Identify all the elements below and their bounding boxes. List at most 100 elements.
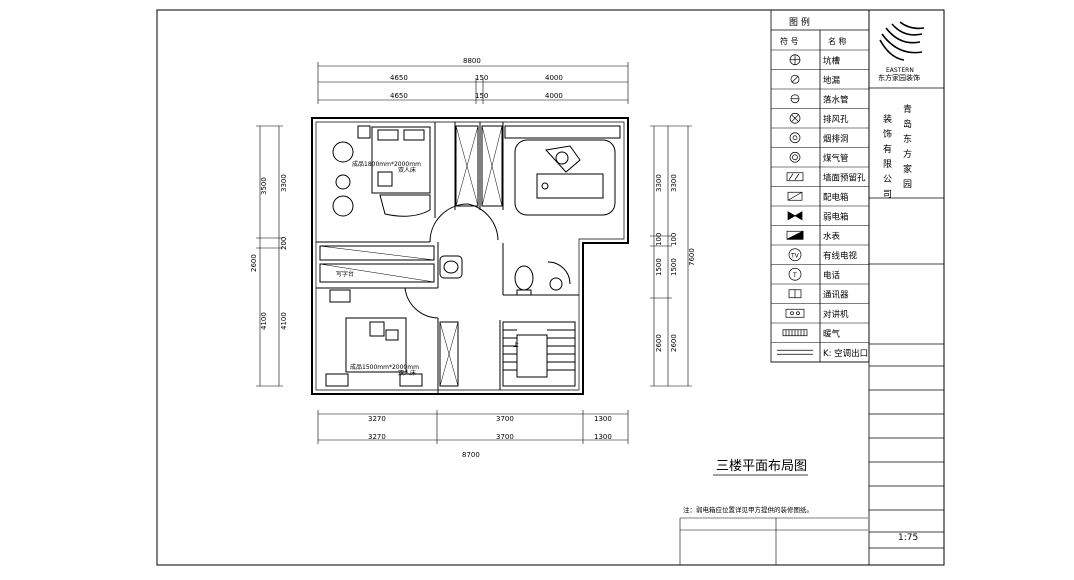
- door-arc-2: [467, 203, 499, 241]
- downpipe-icon: [790, 94, 800, 104]
- dim-top-2a: 4650: [390, 92, 408, 100]
- company-name-right: 青岛东方家园: [901, 103, 912, 194]
- door-arc-3: [404, 287, 439, 319]
- stool-3: [332, 195, 354, 217]
- legend-item-label: 排风孔: [823, 114, 849, 125]
- dim-right-outer-c: 1500: [670, 258, 678, 276]
- nightstand-1: [357, 125, 371, 139]
- legend-header: 图 例: [789, 16, 810, 28]
- bed-1-rug: [379, 194, 431, 217]
- dim-bot-1c: 1300: [594, 415, 612, 423]
- legend-item-label: 落水管: [823, 94, 849, 105]
- bed-1-tag: 双人床: [398, 166, 416, 174]
- bed-1: [371, 126, 431, 194]
- dim-bot-2c: 1300: [594, 433, 612, 441]
- note-text: 注：弱电箱应位置详见甲方提供的装修图纸。: [683, 505, 813, 514]
- drawing-title: 三楼平面布局图: [716, 459, 807, 474]
- top-cabinet: [504, 125, 621, 139]
- dim-left-inner-a: 3300: [280, 174, 288, 192]
- pit-grille-icon: [789, 54, 801, 66]
- title-block: [868, 10, 944, 565]
- dim-left-outer-c: 4100: [260, 312, 268, 330]
- dim-top-total: 8800: [463, 57, 481, 65]
- armchair: [545, 145, 581, 173]
- stool-1: [332, 141, 354, 163]
- desk-chair: [329, 289, 351, 303]
- dim-right-inner-a: 3300: [655, 174, 663, 192]
- legend-item-label: 电话: [823, 270, 841, 281]
- radiator-icon: [782, 329, 808, 337]
- wardrobe-1: [455, 125, 479, 207]
- dim-top-2b: 150: [475, 92, 488, 100]
- gas-pipe-icon: [789, 151, 801, 163]
- stool-2: [335, 174, 351, 190]
- legend-item-label: 有线电视: [823, 250, 858, 261]
- wash-basin: [439, 255, 463, 279]
- hall-cabinet: [319, 245, 435, 261]
- coffee-table: [536, 173, 604, 199]
- dim-right-inner-c: 1500: [655, 258, 663, 276]
- desk-label: 写字台: [336, 270, 354, 278]
- company-logo-icon: [879, 21, 925, 61]
- bottom-table: [679, 517, 868, 565]
- ac-outlet-icon: [777, 349, 813, 355]
- bed-2-tag: 双人床: [398, 369, 416, 377]
- bed-2-label: 成品1500mm*2000mm: [350, 363, 419, 371]
- distribution-box-icon: [787, 191, 803, 201]
- dim-right-inner-b: 100: [655, 233, 663, 246]
- stair-core: [516, 334, 548, 378]
- legend-col-name: 名 称: [828, 36, 847, 46]
- bed-1-chair: [377, 171, 393, 187]
- dim-right-outer-b: 100: [670, 233, 678, 246]
- bed-2: [345, 317, 407, 373]
- legend-item-label: 烟排洞: [823, 133, 849, 144]
- telephone-icon: T: [788, 267, 802, 281]
- dim-bot-1b: 3700: [496, 415, 514, 423]
- legend-item-label: 通讯器: [823, 289, 849, 300]
- legend-item-label: 配电箱: [823, 192, 849, 203]
- stair-label: 上: [513, 341, 519, 349]
- dim-bot-1a: 3270: [368, 415, 386, 423]
- legend-item-label: K: 空调出口: [823, 348, 868, 359]
- toilet: [514, 265, 534, 291]
- shower-head: [549, 277, 563, 291]
- legend-item-label: 暖气: [823, 328, 841, 339]
- company-name-small: 东方家园装饰: [878, 73, 920, 82]
- floor-plan: [311, 117, 629, 395]
- wardrobe-2: [481, 125, 503, 207]
- intercom-icon: [785, 308, 805, 318]
- dim-top-1c: 4000: [545, 74, 563, 82]
- dim-right-outer-a: 3300: [670, 174, 678, 192]
- sheet-border: [156, 9, 945, 566]
- dim-top-2c: 4000: [545, 92, 563, 100]
- closet-lower: [439, 321, 459, 387]
- legend-item-label: 弱电箱: [823, 211, 849, 222]
- dim-bot-2b: 3700: [496, 433, 514, 441]
- legend-item-label: 墙面预留孔: [823, 172, 866, 183]
- smoke-exhaust-icon: [789, 132, 801, 144]
- dim-left-inner-b: 200: [280, 237, 288, 250]
- svg-text:TV: TV: [790, 252, 800, 259]
- dim-left-outer-b: 2600: [250, 254, 258, 272]
- legend-col-symbol: 符 号: [780, 36, 799, 46]
- dim-left-inner-c: 4100: [280, 312, 288, 330]
- legend-item-label: 煤气管: [823, 153, 849, 164]
- tea-room-mat: [514, 139, 616, 216]
- desk-counter: [319, 263, 435, 283]
- bed-1-label: 成品1800mm*2000mm: [352, 160, 421, 168]
- dim-left-outer-a: 3500: [260, 177, 268, 195]
- vent-hole-icon: [789, 112, 801, 124]
- scale-value: 1:75: [898, 533, 918, 543]
- legend-item-label: 水表: [823, 231, 841, 242]
- dim-right-total: 7600: [688, 248, 696, 266]
- cable-tv-icon: TV: [788, 248, 802, 262]
- weak-current-box-icon: [787, 211, 803, 221]
- legend-item-label: 地漏: [823, 75, 841, 86]
- dim-bot-2a: 3270: [368, 433, 386, 441]
- dim-top-1b: 150: [475, 74, 488, 82]
- dimension-texts: 8800 4650 150 4000 4650 150 4000 3270 37…: [250, 57, 696, 459]
- dim-right-inner-d: 2600: [655, 334, 663, 352]
- door-arc-1: [429, 203, 469, 243]
